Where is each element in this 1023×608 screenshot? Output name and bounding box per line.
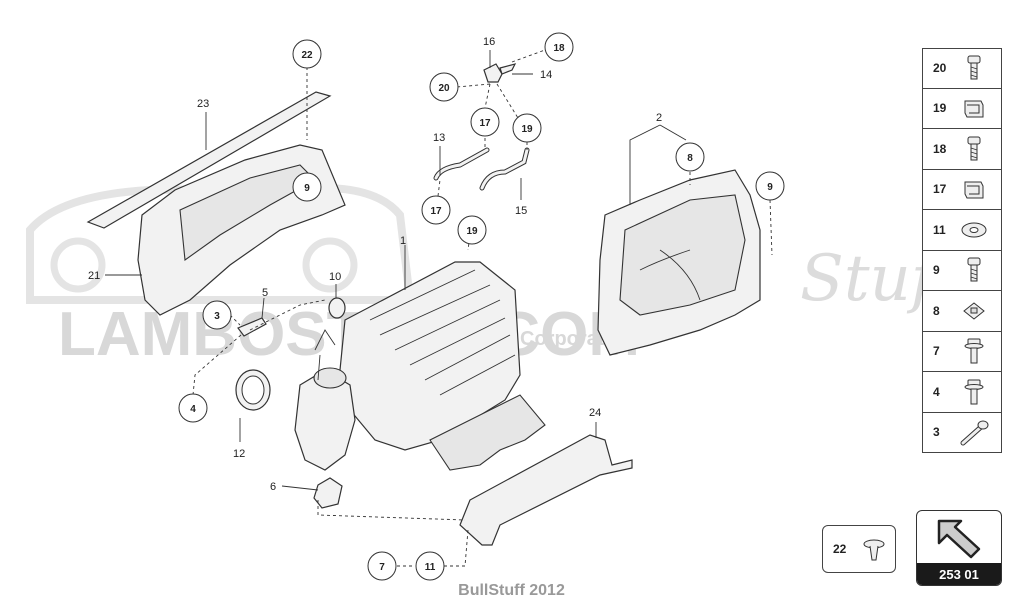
part-1-fins (429, 394, 546, 471)
leader-lines (105, 49, 773, 567)
legend-num: 9 (933, 263, 940, 278)
flange-bolt-icon (964, 379, 984, 405)
bubble-22: 22 (301, 50, 313, 61)
washer-icon (961, 222, 987, 238)
bubble-9b: 9 (767, 182, 773, 193)
label-1: 1 (400, 235, 406, 247)
part-16-sensor (483, 63, 503, 83)
legend-row: 20 (922, 48, 1002, 89)
bubble-7: 7 (379, 562, 385, 573)
part-10-sleeve (328, 297, 346, 319)
clip-icon (964, 100, 984, 118)
label-10: 10 (329, 271, 341, 283)
bubble-4: 4 (190, 404, 196, 415)
page-code: 253 01 (917, 563, 1001, 585)
bolt-icon (967, 55, 981, 80)
part-14-bracket (499, 63, 517, 75)
label-24: 24 (589, 407, 601, 419)
bolt-icon (967, 257, 981, 282)
label-2: 2 (656, 112, 662, 124)
copyright-footer: BullStuff 2012 (458, 582, 565, 599)
legend-num: 17 (933, 182, 947, 197)
label-6: 6 (270, 481, 276, 493)
legend-row: 4 (922, 372, 1002, 413)
bubble-19b: 19 (466, 226, 478, 237)
legend-num: 18 (933, 141, 947, 156)
legend-row: 3 (922, 412, 1002, 453)
label-12: 12 (233, 448, 245, 460)
legend-box-22: 22 (822, 525, 896, 573)
legend-num: 11 (933, 222, 946, 237)
part-21-inner (179, 164, 316, 261)
label-21: 21 (88, 270, 100, 282)
page-nav-button[interactable]: 253 01 (916, 510, 1002, 586)
bubble-20: 20 (438, 83, 450, 94)
legend-num: 20 (933, 61, 947, 76)
bubble-18: 18 (553, 43, 565, 54)
clip-icon (964, 181, 984, 199)
part-2-inner (619, 194, 746, 316)
legend-row: 9 (922, 250, 1002, 291)
part-23-strip (86, 91, 332, 229)
bubble-8: 8 (687, 153, 693, 164)
legend-row: 19 (922, 88, 1002, 129)
legend-num: 19 (933, 101, 947, 116)
legend-num: 22 (833, 542, 847, 556)
nut-plate-icon (963, 302, 985, 320)
bubble-9a: 9 (304, 183, 310, 194)
long-bolt-icon (960, 420, 989, 446)
label-13: 13 (433, 132, 445, 144)
bubble-3: 3 (214, 311, 220, 322)
legend-row: 18 (922, 129, 1002, 170)
part-24-bracket (459, 434, 633, 546)
bolt-icon (967, 136, 981, 161)
flange-bolt-icon (964, 338, 984, 364)
legend-num: 3 (933, 425, 940, 440)
label-23: 23 (197, 98, 209, 110)
push-rivet-icon (863, 539, 885, 561)
legend-row: 8 (922, 291, 1002, 332)
label-5: 5 (262, 287, 268, 299)
bubble-19a: 19 (521, 124, 533, 135)
inlet-flange (313, 367, 347, 389)
hardware-legend: 20 19 18 17 11 9 8 7 4 3 (922, 48, 1002, 453)
legend-row: 11 (922, 210, 1002, 251)
legend-row: 17 (922, 169, 1002, 210)
arrow-icon (937, 519, 981, 559)
legend-num: 7 (933, 344, 940, 359)
part-5-bracket (237, 317, 267, 337)
bubble-17b: 17 (430, 206, 442, 217)
legend-row: 7 (922, 331, 1002, 372)
part-15-hose (479, 147, 530, 191)
bubble-11: 11 (425, 562, 436, 573)
legend-num: 4 (933, 384, 940, 399)
label-16: 16 (483, 36, 495, 48)
callout-bubbles: 22 9 3 4 20 18 17 19 17 19 8 9 7 11 (178, 32, 785, 581)
bubble-17a: 17 (479, 118, 491, 129)
label-14: 14 (540, 69, 552, 81)
label-15: 15 (515, 205, 527, 217)
part-21-left-shield (137, 144, 346, 316)
legend-num: 8 (933, 303, 940, 318)
part-6-mount (313, 477, 343, 509)
